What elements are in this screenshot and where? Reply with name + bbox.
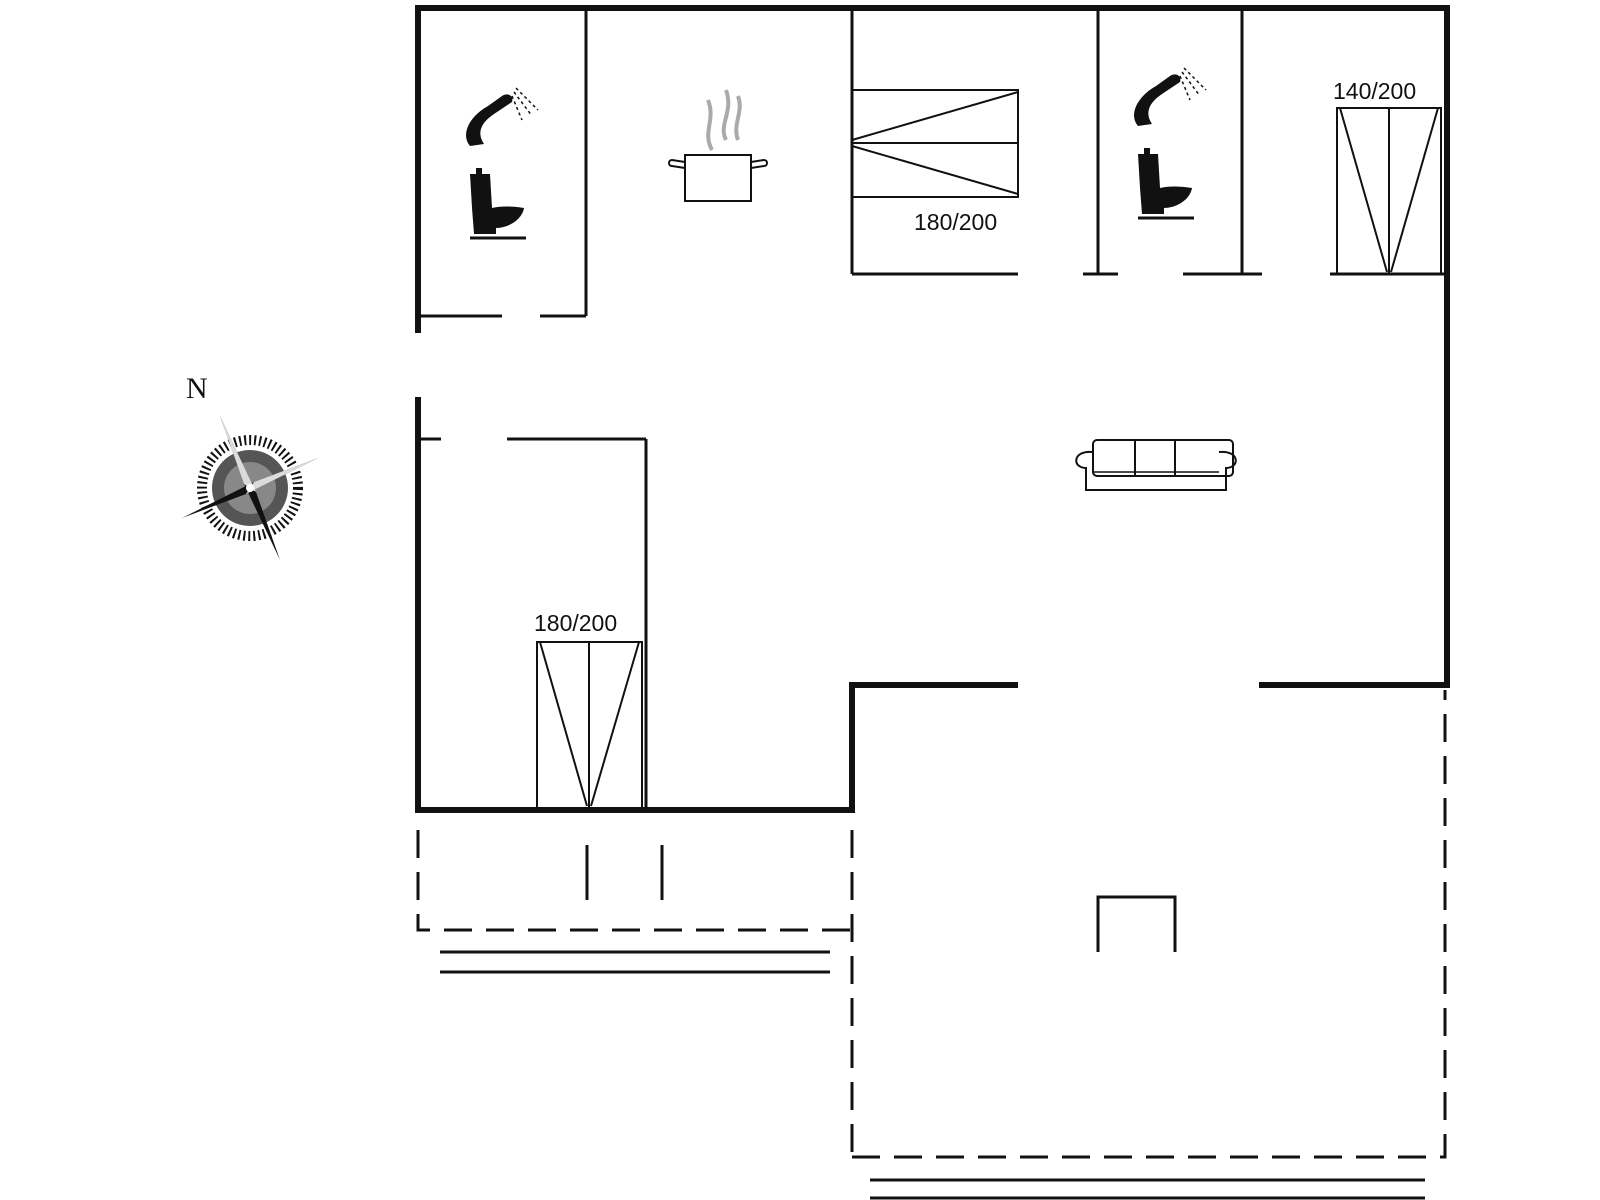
sofa-icon	[1075, 439, 1237, 491]
compass-north-label: N	[186, 372, 208, 405]
outdoor-table	[1096, 895, 1177, 952]
outer-walls	[415, 5, 1450, 813]
bed-label-top: 180/200	[914, 209, 997, 235]
compass-rose-icon	[182, 416, 318, 560]
toilet-icon	[470, 168, 526, 240]
bed-label-left: 180/200	[534, 610, 617, 636]
shower-icon	[1134, 67, 1207, 126]
steps	[440, 845, 1425, 1200]
shower-icon	[466, 87, 539, 146]
interior-walls	[420, 10, 1445, 808]
double-bed-left	[536, 641, 643, 809]
cooking-pot-icon	[668, 89, 768, 202]
double-bed-right	[1336, 107, 1442, 275]
toilet-icon	[1138, 148, 1194, 220]
bed-label-right: 140/200	[1333, 78, 1416, 104]
double-bed-top	[851, 89, 1019, 198]
terrace-outlines	[416, 690, 1447, 1159]
